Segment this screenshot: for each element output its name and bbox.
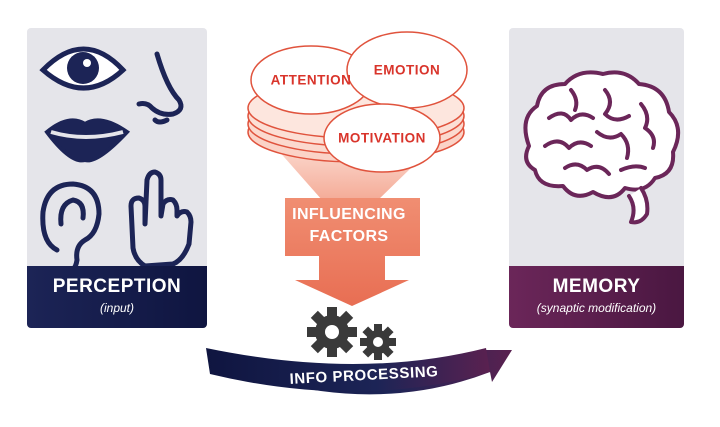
eye-icon: [39, 46, 127, 91]
memory-subtitle: (synaptic modification): [536, 301, 657, 315]
hand-icon: [128, 169, 194, 269]
lips-icon: [44, 118, 131, 163]
perception-panel: PERCEPTION (input): [27, 28, 207, 328]
brain-icon: [523, 70, 681, 225]
perception-subtitle: (input): [99, 301, 134, 315]
nose-icon: [136, 51, 184, 125]
motivation-oval: [323, 103, 441, 173]
senses-illustration: [39, 46, 194, 275]
perception-label: PERCEPTION (input): [27, 266, 207, 328]
influencing-line1: INFLUENCING: [292, 206, 406, 223]
memory-title: MEMORY: [552, 276, 641, 297]
memory-panel: MEMORY (synaptic modification): [509, 28, 684, 328]
influencing-line2: FACTORS: [309, 228, 389, 245]
attention-text: ATTENTION: [270, 72, 352, 88]
brain-illustration: [523, 70, 681, 225]
gears-icon: [307, 307, 396, 360]
info-processing-band: [206, 348, 490, 392]
motivation-text: MOTIVATION: [338, 130, 426, 146]
ear-icon: [40, 181, 102, 275]
emotion-text: EMOTION: [373, 62, 441, 78]
perception-title: PERCEPTION: [52, 276, 182, 297]
influencing-arrow: [285, 198, 420, 306]
memory-label: MEMORY (synaptic modification): [509, 266, 684, 328]
influencing-factors-text: INFLUENCING FACTORS: [277, 204, 421, 248]
